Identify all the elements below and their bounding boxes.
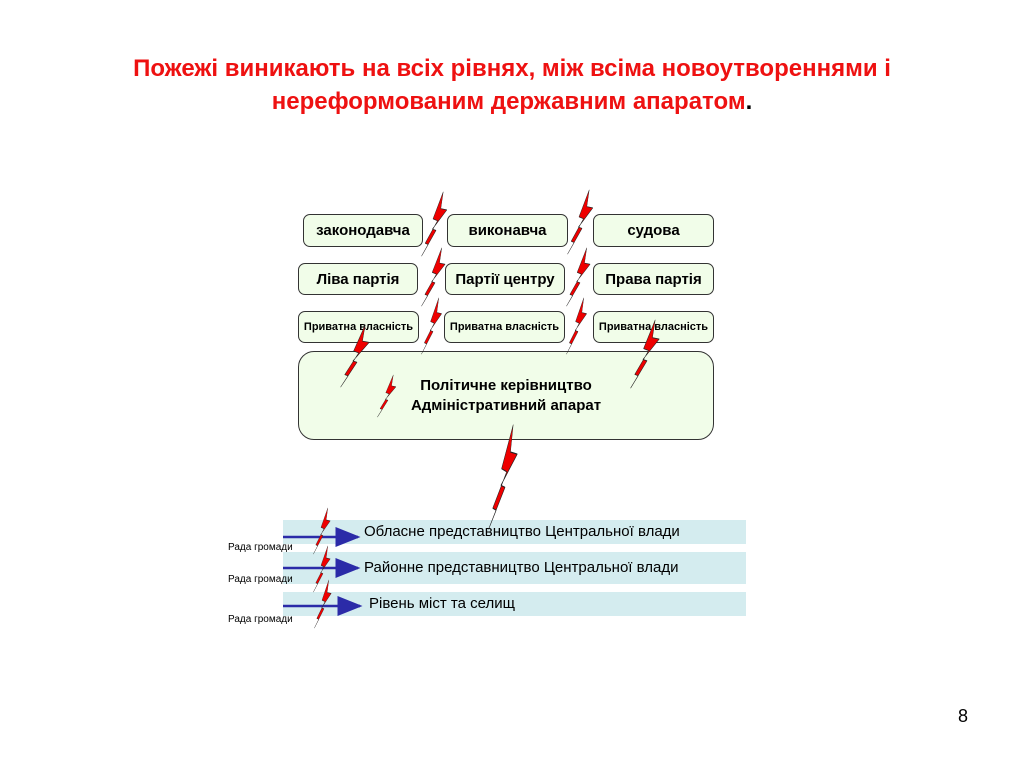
- central-government-box: Політичне керівництво Адміністративний а…: [298, 351, 714, 440]
- lightning-bolt-icon: [566, 297, 587, 355]
- private-property-2: Приватна власність: [444, 311, 565, 343]
- central-line-administrative: Адміністративний апарат: [410, 396, 602, 414]
- branch-judicial: судова: [593, 214, 714, 247]
- party-right: Права партія: [593, 263, 714, 295]
- level-district-label: Районне представництво Центральної влади: [364, 559, 679, 576]
- lightning-bolt-icon: [421, 297, 442, 355]
- central-line-political: Політичне керівництво: [420, 376, 592, 394]
- slide-title-period: .: [745, 88, 753, 115]
- lightning-bolt-icon: [340, 324, 370, 388]
- lightning-bolt-icon: [567, 189, 594, 255]
- level-oblast-label: Обласне представництво Центральної влади: [364, 523, 680, 540]
- lightning-bolt-icon: [314, 579, 332, 629]
- branch-legislative: законодавча: [303, 214, 423, 247]
- lightning-bolt-icon: [566, 247, 591, 307]
- party-left: Ліва партія: [298, 263, 418, 295]
- lightning-bolt-icon: [421, 191, 448, 257]
- lightning-bolt-icon: [377, 374, 397, 418]
- page-number: 8: [957, 706, 968, 726]
- lightning-bolt-icon: [421, 247, 446, 307]
- slide-title: Пожежі виникають на всіх рівнях, між всі…: [40, 52, 984, 118]
- private-property-1: Приватна власність: [298, 311, 419, 343]
- lightning-bolt-icon: [630, 319, 660, 389]
- community-council-label-3: Рада громади: [228, 614, 293, 625]
- community-council-label-1: Рада громади: [228, 542, 293, 553]
- level-towns-label: Рівень міст та селищ: [369, 595, 515, 612]
- lightning-bolt-icon: [488, 424, 518, 530]
- party-center: Партії центру: [445, 263, 565, 295]
- community-council-label-2: Рада громади: [228, 574, 293, 585]
- branch-executive: виконавча: [447, 214, 568, 247]
- slide-title-text: Пожежі виникають на всіх рівнях, між всі…: [133, 55, 891, 115]
